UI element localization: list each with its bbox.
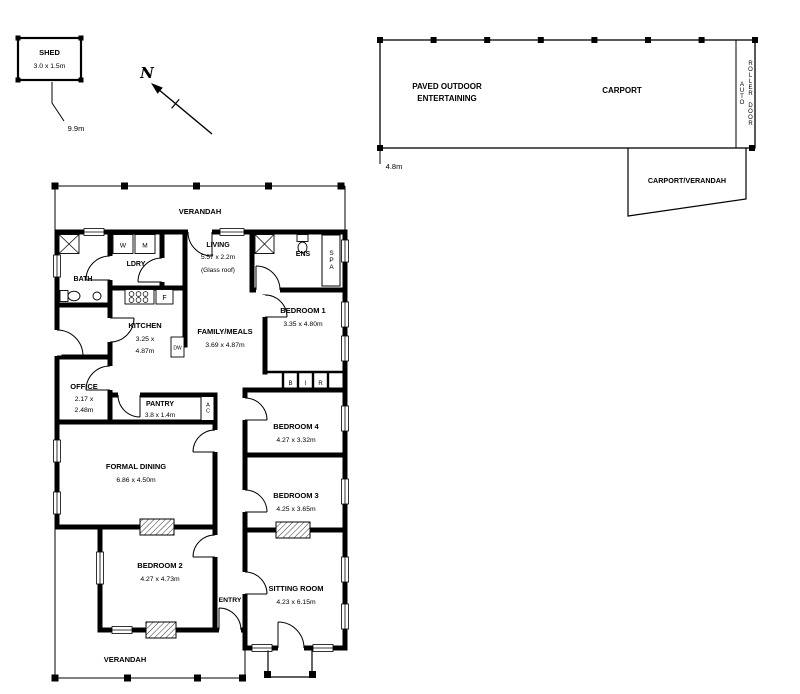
label-office-dims1: 2.17 x xyxy=(75,396,94,403)
paved-outdoor-label-line2: ENTERTAINING xyxy=(417,94,476,103)
north-arrow: N xyxy=(139,64,213,135)
toilet-icon xyxy=(59,290,81,302)
spa-icon xyxy=(321,234,341,287)
label-bedroom1-dims: 3.35 x 4.80m xyxy=(283,321,323,328)
label-bedroom3: BEDROOM 3 xyxy=(273,491,318,500)
fireplace-icon xyxy=(275,521,311,539)
carport-verandah: CARPORT/VERANDAH xyxy=(627,148,747,217)
label-family: FAMILY/MEALS xyxy=(197,327,252,336)
carport-depth-label: 4.8m xyxy=(386,162,403,171)
verandah-bottom: VERANDAH xyxy=(51,529,246,682)
ens-shower-icon xyxy=(254,234,275,254)
dryer-icon xyxy=(134,234,156,254)
label-office-dims2: 2.48m xyxy=(75,407,94,414)
verandah-top: VERANDAH xyxy=(51,182,346,232)
shed-dims: 3.0 x 1.5m xyxy=(34,63,66,70)
auto-label: AUTO xyxy=(739,82,745,106)
porch xyxy=(264,650,316,678)
label-ens: ENS xyxy=(296,251,311,258)
fireplace-icon xyxy=(145,621,177,639)
washer-label: W xyxy=(120,243,127,250)
ens-toilet-icon xyxy=(296,234,309,254)
label-pantry: PANTRY xyxy=(146,401,174,408)
fireplace-icon xyxy=(139,518,175,536)
roller-door-label: ROLLER DOOR xyxy=(748,61,754,127)
shed-label: SHED xyxy=(39,48,60,57)
stove-icon xyxy=(124,289,155,305)
label-living-dims: 5.57 x 2.2m xyxy=(201,254,235,261)
spa-label: SPA xyxy=(328,250,335,271)
label-bath: BATH xyxy=(74,276,93,283)
ac-icon xyxy=(200,396,215,421)
room-labels: BATH LDRY LIVING 5.57 x 2.2m (Glass roof… xyxy=(70,242,325,606)
carport-structure: PAVED OUTDOOR ENTERTAINING CARPORT AUTO … xyxy=(377,37,758,171)
shower-icon xyxy=(58,234,80,254)
north-arrowhead xyxy=(151,83,163,94)
label-dining: FORMAL DINING xyxy=(106,462,166,471)
label-bedroom1: BEDROOM 1 xyxy=(280,306,325,315)
washer-icon xyxy=(112,234,134,254)
verandah-bottom-label: VERANDAH xyxy=(104,655,147,664)
label-living-note: (Glass roof) xyxy=(201,267,235,274)
label-entry: ENTRY xyxy=(219,597,242,604)
label-bedroom4: BEDROOM 4 xyxy=(273,422,319,431)
label-bir-b: B xyxy=(288,381,292,387)
doors xyxy=(52,227,305,653)
dryer-label: M xyxy=(142,243,147,250)
label-ldry: LDRY xyxy=(127,261,146,268)
label-dining-dims: 6.86 x 4.50m xyxy=(116,477,156,484)
label-office: OFFICE xyxy=(70,382,98,391)
fridge-label: F xyxy=(162,295,166,302)
fixtures: W M F DW AC SPA xyxy=(58,234,341,678)
label-pantry-dims: 3.8 x 1.4m xyxy=(145,412,175,419)
label-family-dims: 3.69 x 4.87m xyxy=(205,342,245,349)
verandah-top-label: VERANDAH xyxy=(179,207,222,216)
carport-label: CARPORT xyxy=(602,86,642,95)
label-bir-r: R xyxy=(318,381,323,387)
paved-outdoor-label-line1: PAVED OUTDOOR xyxy=(412,82,482,91)
dishwasher-icon xyxy=(170,336,185,358)
robe-walls xyxy=(265,370,345,390)
basin-icon xyxy=(92,291,102,301)
fridge-icon xyxy=(155,289,174,305)
label-bedroom4-dims: 4.27 x 3.32m xyxy=(276,437,316,444)
label-sitting-dims: 4.23 x 6.15m xyxy=(276,599,316,606)
label-bedroom3-dims: 4.25 x 3.65m xyxy=(276,506,316,513)
label-bedroom2-dims: 4.27 x 4.73m xyxy=(140,576,180,583)
carport-verandah-label: CARPORT/VERANDAH xyxy=(648,176,726,185)
ac-label: AC xyxy=(205,403,211,415)
shed: SHED 3.0 x 1.5m 9.9m xyxy=(15,35,85,133)
dishwasher-label: DW xyxy=(173,346,182,352)
label-sitting: SITTING ROOM xyxy=(269,584,324,593)
label-kitchen: KITCHEN xyxy=(128,321,161,330)
windows xyxy=(52,227,350,653)
label-bedroom2: BEDROOM 2 xyxy=(137,561,182,570)
label-kitchen-dims2: 4.87m xyxy=(136,348,155,355)
label-kitchen-dims1: 3.25 x xyxy=(136,336,155,343)
label-bir-i: I xyxy=(305,381,307,387)
north-label: N xyxy=(139,64,155,82)
shed-distance-label: 9.9m xyxy=(68,124,85,133)
label-living: LIVING xyxy=(206,242,230,249)
